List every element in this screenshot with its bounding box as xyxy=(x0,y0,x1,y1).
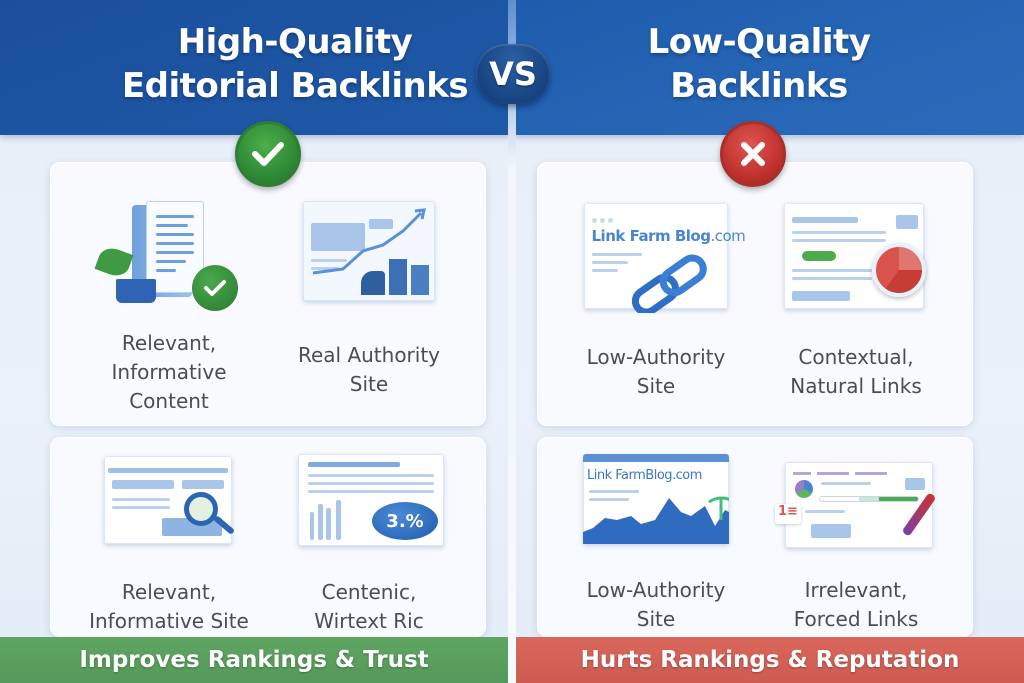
card-good-bottom: Relevant, Informative Site 3.% Centenic,… xyxy=(50,437,486,637)
growth-chart-icon xyxy=(303,201,435,303)
stats-bubble-icon: 3.% xyxy=(294,454,444,550)
item-label: Centenic, Wirtext Ric xyxy=(314,580,424,633)
item-label: Contextual, Natural Links xyxy=(790,345,922,398)
item-label: Real Authority Site xyxy=(297,343,441,396)
site-name: Link Farm Blog xyxy=(591,227,711,245)
card-bad-bottom: Link FarmBlog.com Low-Authority Site 1≡ … xyxy=(537,437,973,637)
title-high-quality: High-Quality Editorial Backlinks xyxy=(0,20,510,108)
title-low-quality: Low-Quality Backlinks xyxy=(514,20,1024,108)
title-line-2: Backlinks xyxy=(670,66,848,106)
item-low-authority-2: Link FarmBlog.com Low-Authority Site xyxy=(556,452,756,634)
vs-label: VS xyxy=(489,55,537,93)
title-line-2: Editorial Backlinks xyxy=(121,66,469,106)
cross-icon xyxy=(720,121,786,187)
item-label: Low-Authority Site xyxy=(586,345,726,398)
item-label: Relevant, Informative Site xyxy=(89,580,249,633)
item-centenic: 3.% Centenic, Wirtext Ric xyxy=(269,454,469,636)
item-forced-links: 1≡ Irrelevant, Forced Links xyxy=(756,452,956,634)
item-relevant-site: Relevant, Informative Site xyxy=(69,454,269,636)
footer-bad-outcome: Hurts Rankings & Reputation xyxy=(516,637,1024,683)
title-line-1: Low-Quality xyxy=(647,22,871,62)
header-high-quality: High-Quality Editorial Backlinks xyxy=(0,0,510,135)
footer-label: Hurts Rankings & Reputation xyxy=(580,647,960,673)
pie-chart-page-icon xyxy=(783,203,929,311)
site-tld: .com xyxy=(710,227,746,245)
magnifier-page-icon xyxy=(94,454,244,550)
item-label: Irrelevant, Forced Links xyxy=(793,578,919,631)
center-divider xyxy=(508,0,516,683)
item-low-authority-1: Link Farm Blog.com Low-Authority Site xyxy=(556,203,756,401)
bubble-value: 3.% xyxy=(372,502,438,540)
item-real-authority: Real Authority Site xyxy=(269,201,469,399)
title-line-1: High-Quality xyxy=(177,22,413,62)
vs-badge: VS xyxy=(476,44,550,104)
pen-page-icon: 1≡ xyxy=(771,452,941,548)
item-label: Relevant, Informative Content xyxy=(111,331,227,413)
item-contextual-links: Contextual, Natural Links xyxy=(756,203,956,401)
footer-label: Improves Rankings & Trust xyxy=(79,647,429,673)
document-check-icon xyxy=(94,201,244,311)
area-chart-icon: Link FarmBlog.com xyxy=(581,452,731,548)
check-icon xyxy=(235,121,301,187)
header-low-quality: Low-Quality Backlinks xyxy=(514,0,1024,135)
card-bad-top: Link Farm Blog.com Low-Authority Site Co… xyxy=(537,162,973,426)
item-relevant-content: Relevant, Informative Content xyxy=(69,201,269,416)
card-good-top: Relevant, Informative Content Real Autho… xyxy=(50,162,486,426)
footer-good-outcome: Improves Rankings & Trust xyxy=(0,637,508,683)
chain-link-icon: Link Farm Blog.com xyxy=(583,203,746,313)
site-name: Link FarmBlog.com xyxy=(587,468,702,483)
item-label: Low-Authority Site xyxy=(586,578,726,631)
